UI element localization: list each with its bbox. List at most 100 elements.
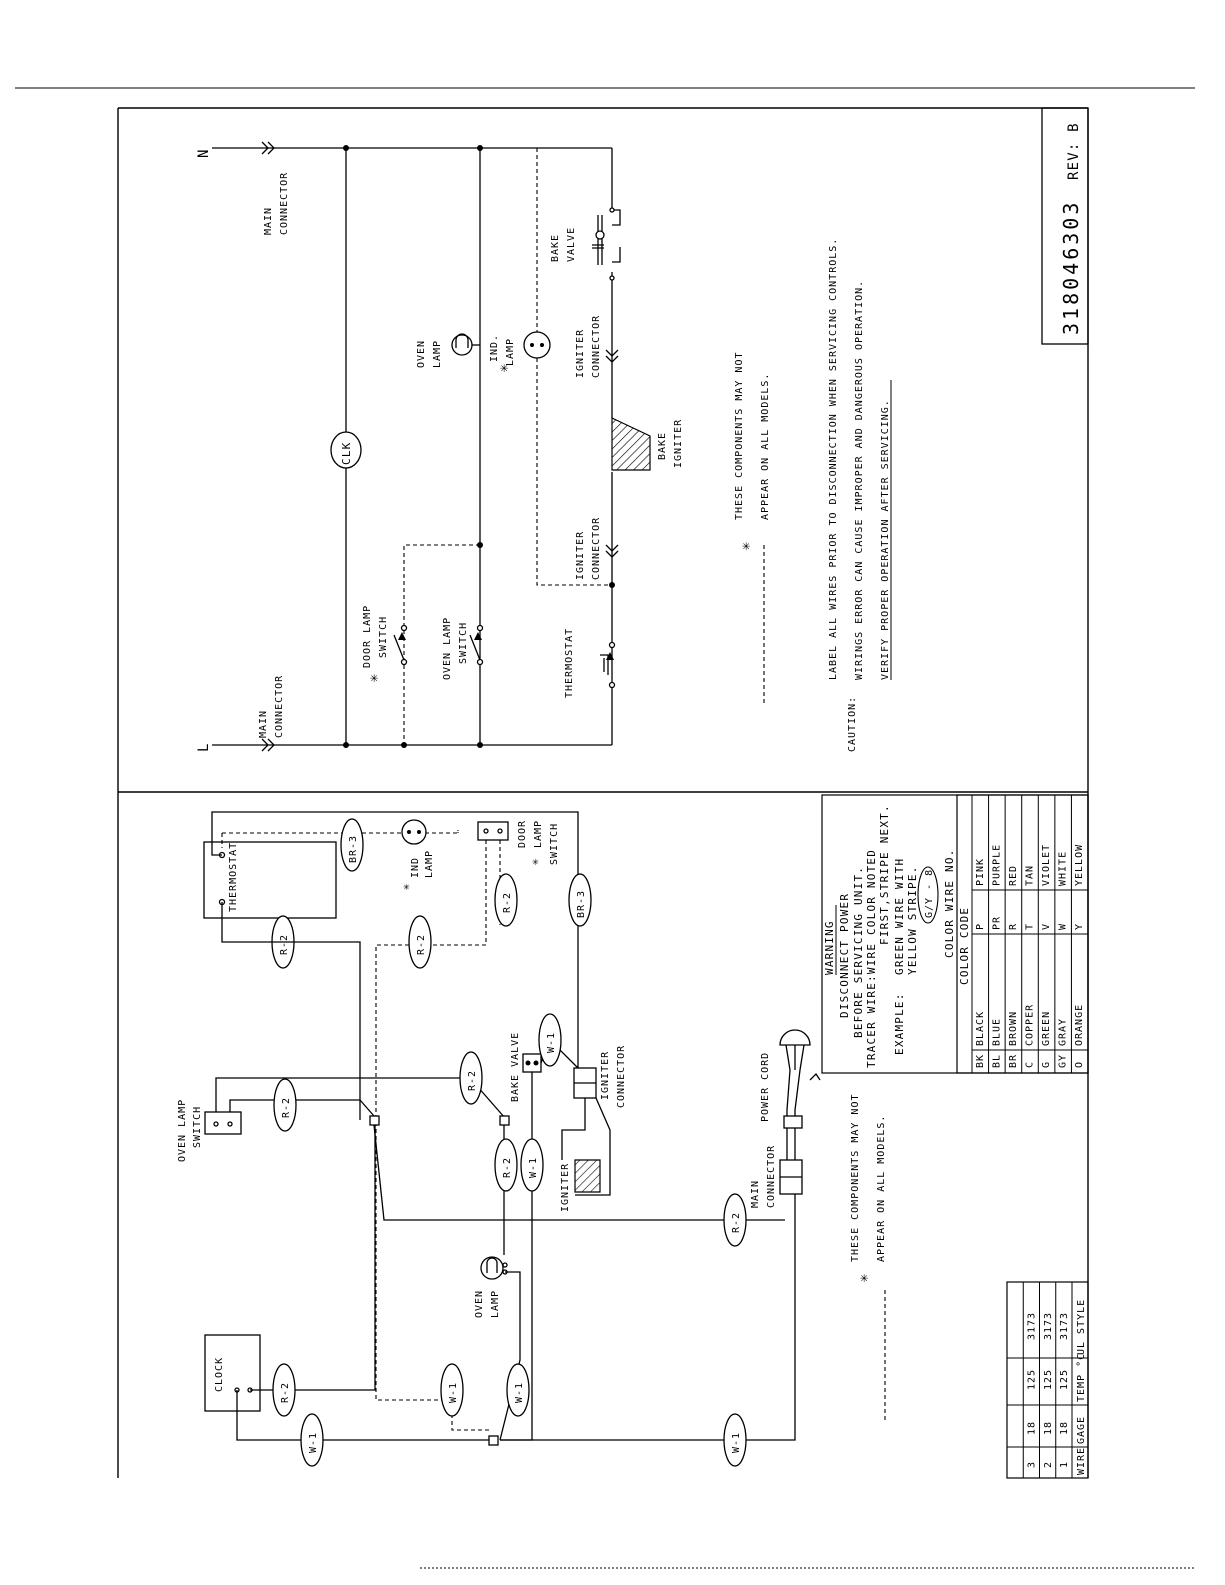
color-code-name: RED [1008, 865, 1019, 886]
igniter-connector-bottom-2: CONNECTOR [591, 517, 602, 580]
ind-lamp-label-2: LAMP [505, 338, 516, 366]
color-code-abbr: GY [1058, 1054, 1069, 1068]
wire-table-gage: 18 [1027, 1421, 1038, 1435]
tag-w1-d: W-1 [448, 1382, 459, 1403]
wiring-asterisk-ind: ✳ [403, 880, 411, 893]
wire-table-temp: 125 [1059, 1369, 1070, 1390]
wiring-ind-lamp-label-1: IND [410, 857, 421, 878]
wiring-main-connector-2: CONNECTOR [766, 1145, 777, 1208]
warning-line-2: BEFORE SERVICING UNIT. [852, 866, 865, 1038]
thermostat-label: THERMOSTAT [564, 628, 575, 698]
warning-title: WARNING [823, 920, 836, 975]
color-code-abbr: O [1074, 1061, 1085, 1068]
tracer-line-2: FIRST,STRIPE NEXT. [878, 804, 891, 945]
tag-w1-c: W-1 [308, 1432, 319, 1453]
clock-box [204, 1334, 261, 1412]
color-code-abbr: BL [991, 1054, 1002, 1068]
thermostat-symbol [600, 641, 616, 689]
tag-r2-c: R-2 [502, 892, 513, 913]
wiring-thermostat-label: THERMOSTAT [228, 842, 239, 912]
color-code-abbr: W [1058, 923, 1069, 930]
wiring-oven-lamp-switch-2: SWITCH [192, 1106, 203, 1148]
asterisk-ind-lamp: ✳ [500, 360, 510, 376]
bake-valve-label-1: BAKE [550, 234, 561, 262]
color-code-name: BROWN [1008, 1011, 1019, 1046]
color-code-name: TAN [1024, 865, 1035, 886]
wiring-igniter-connector-1: IGNITER [600, 1051, 611, 1100]
example-line-1: GREEN WIRE WITH [893, 858, 906, 975]
igniter-connector-top-1: IGNITER [575, 329, 586, 378]
wiring-igniter-label: IGNITER [560, 1163, 571, 1212]
caution-label: CAUTION: [847, 696, 858, 752]
tag-w1-f: W-1 [731, 1432, 742, 1453]
color-code-name: WHITE [1058, 851, 1069, 886]
wiring-door-lamp-switch-3: SWITCH [549, 823, 560, 865]
door-lamp-switch-label-2: SWITCH [378, 616, 389, 658]
tracer-line-1: TRACER WIRE:WIRE COLOR NOTED [865, 849, 878, 1068]
tag-br3-right: BR-3 [576, 890, 587, 918]
wiring-bake-valve-label: BAKE VALVE [510, 1032, 521, 1102]
color-code-name: BLUE [991, 1018, 1002, 1046]
wiring-ind-lamp-label-2: LAMP [424, 850, 435, 878]
tag-r2-a: R-2 [279, 934, 290, 955]
wire-table: WIRE GAGE TEMP °C UL STYLE 1181253173218… [1006, 1281, 1089, 1479]
neutral-label: N [196, 148, 212, 158]
door-lamp-switch-box [477, 821, 509, 841]
wire-table-header-style: UL STYLE [1076, 1299, 1087, 1355]
example-code: G/Y - 8 [924, 869, 935, 918]
wiring-oven-lamp-switch-1: OVEN LAMP [177, 1099, 188, 1162]
wire-table-temp: 125 [1027, 1369, 1038, 1390]
warning-block: WARNING DISCONNECT POWER BEFORE SERVICIN… [821, 794, 1089, 1074]
wiring-igniter-connector-2: CONNECTOR [616, 1045, 627, 1108]
main-connector-bottom-1: MAIN [258, 710, 269, 738]
wiring-clock-label: CLOCK [214, 1357, 225, 1392]
wire-table-style: 3173 [1059, 1312, 1070, 1340]
schematic: N L MAIN CONNECTOR MAIN CONNECTOR CLK OV… [196, 141, 892, 752]
ind-lamp-label-1: IND. [489, 334, 500, 362]
tag-w1-a: W-1 [528, 1157, 539, 1178]
bake-igniter-label-2: IGNITER [673, 419, 684, 468]
oven-lamp-switch-box [204, 1111, 242, 1135]
wiring-note-2: APPEAR ON ALL MODELS. [876, 1115, 887, 1262]
wire-table-wire: 1 [1059, 1461, 1070, 1468]
wire-table-temp: 125 [1043, 1369, 1054, 1390]
schematic-note-2: APPEAR ON ALL MODELS. [760, 373, 771, 520]
oven-lamp-label-1: OVEN [416, 340, 427, 368]
wiring-note-1: THESE COMPONENTS MAY NOT [850, 1094, 861, 1263]
revision: REV: B [1066, 122, 1082, 180]
color-code-abbr: R [1008, 923, 1019, 930]
oven-lamp-label-2: LAMP [432, 340, 443, 368]
main-connector-top-2: CONNECTOR [279, 172, 290, 235]
color-code-abbr: V [1041, 923, 1052, 930]
color-code-name: PURPLE [991, 844, 1002, 886]
schematic-note-1: THESE COMPONENTS MAY NOT [734, 352, 745, 521]
tag-r2-f: R-2 [502, 1157, 513, 1178]
example-label: EXAMPLE: [893, 992, 906, 1055]
color-code-name: GREEN [1041, 1011, 1052, 1046]
wiring-door-lamp-switch-1: DOOR [517, 820, 528, 848]
wiring-power-cord-label: POWER CORD [760, 1052, 771, 1122]
warning-line-1: DISCONNECT POWER [838, 893, 851, 1018]
wire-table-gage: 18 [1059, 1421, 1070, 1435]
color-code-abbr: T [1024, 923, 1035, 930]
clock-symbol [330, 431, 362, 469]
door-lamp-switch-label-1: DOOR LAMP [362, 605, 373, 668]
wiring-oven-lamp-1: OVEN [474, 1290, 485, 1318]
oven-lamp-symbol [451, 333, 480, 356]
tag-r2-e: R-2 [467, 1070, 478, 1091]
color-code-abbr: P [975, 923, 986, 930]
color-code-abbr: G [1041, 1061, 1052, 1068]
line-label: L [196, 742, 212, 752]
igniter-connector-bottom-1: IGNITER [575, 531, 586, 580]
wire-table-header-gage: GAGE [1076, 1416, 1087, 1444]
color-code-abbr: PR [991, 916, 1002, 930]
wire-table-gage: 18 [1043, 1421, 1054, 1435]
caution-line-2: WIRINGS ERROR CAN CAUSE IMPROPER AND DAN… [854, 280, 865, 680]
color-code-name: BLACK [975, 1011, 986, 1046]
color-code-name: VIOLET [1041, 844, 1052, 886]
wiring-asterisk-note: ✳ [860, 1270, 870, 1286]
color-code-name: GRAY [1058, 1018, 1069, 1046]
wire-table-header-wire: WIRE [1076, 1447, 1087, 1475]
oven-lamp-switch-label-2: SWITCH [458, 622, 469, 664]
